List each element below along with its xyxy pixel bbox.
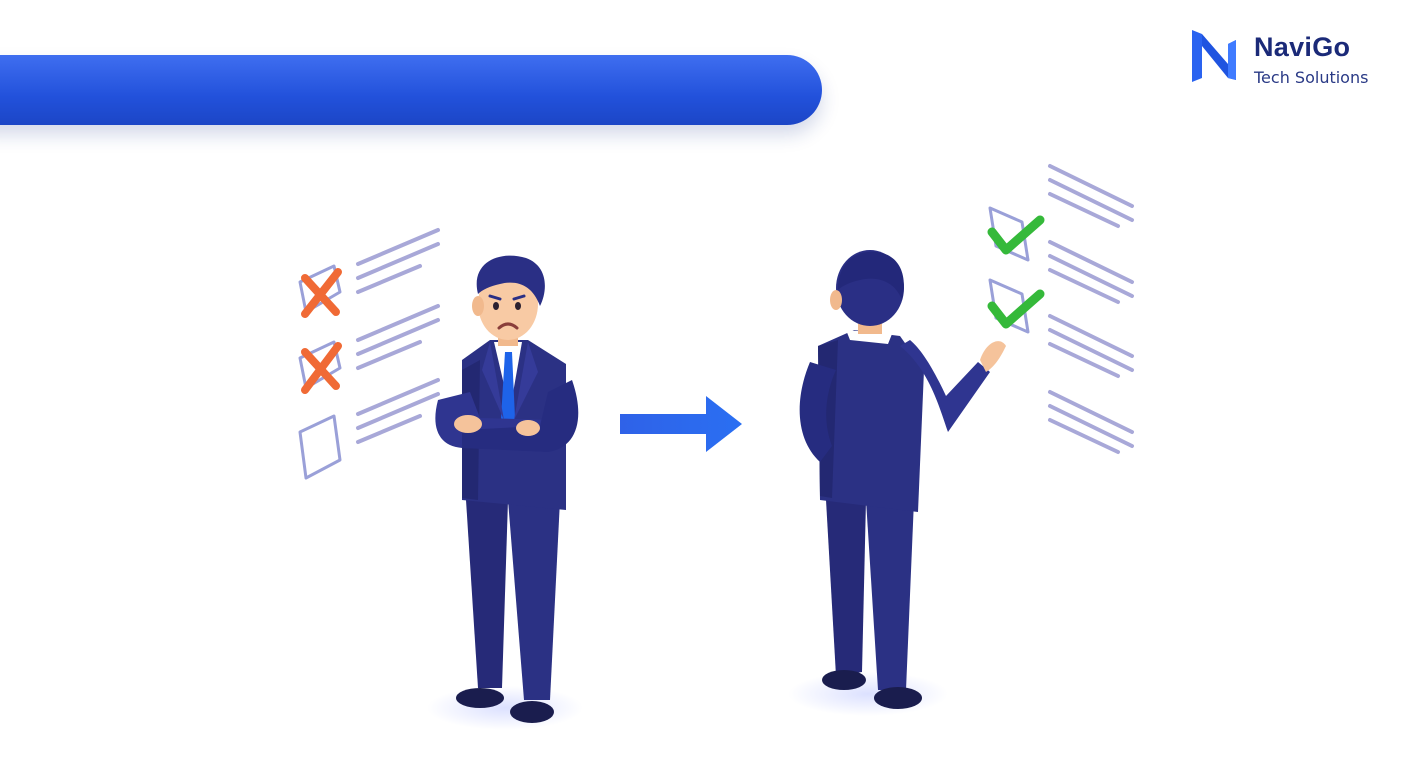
arrow-right-icon <box>620 396 742 452</box>
cross-icon <box>301 268 342 318</box>
frustrated-businessman <box>427 255 583 730</box>
brand-name: NaviGo <box>1254 32 1351 62</box>
header-banner <box>0 55 822 125</box>
text-lines <box>1048 314 1134 378</box>
after-checklist <box>987 164 1134 454</box>
before-checklist <box>298 228 440 480</box>
checklist-item-failed <box>298 304 440 394</box>
checkmark-icon <box>987 215 1045 255</box>
brand-logo: NaviGo Tech Solutions <box>1188 26 1398 90</box>
brand-tagline: Tech Solutions <box>1254 68 1369 87</box>
checklist-item-done <box>987 164 1134 262</box>
navigo-logo-icon <box>1192 30 1236 82</box>
checklist-item-failed <box>298 228 440 318</box>
confident-businessman <box>788 250 1006 716</box>
text-lines <box>1048 390 1134 454</box>
checklist-item-empty <box>298 378 440 480</box>
checkmark-icon <box>987 289 1045 329</box>
checklist-item-done <box>987 240 1134 334</box>
cross-icon <box>301 342 342 394</box>
